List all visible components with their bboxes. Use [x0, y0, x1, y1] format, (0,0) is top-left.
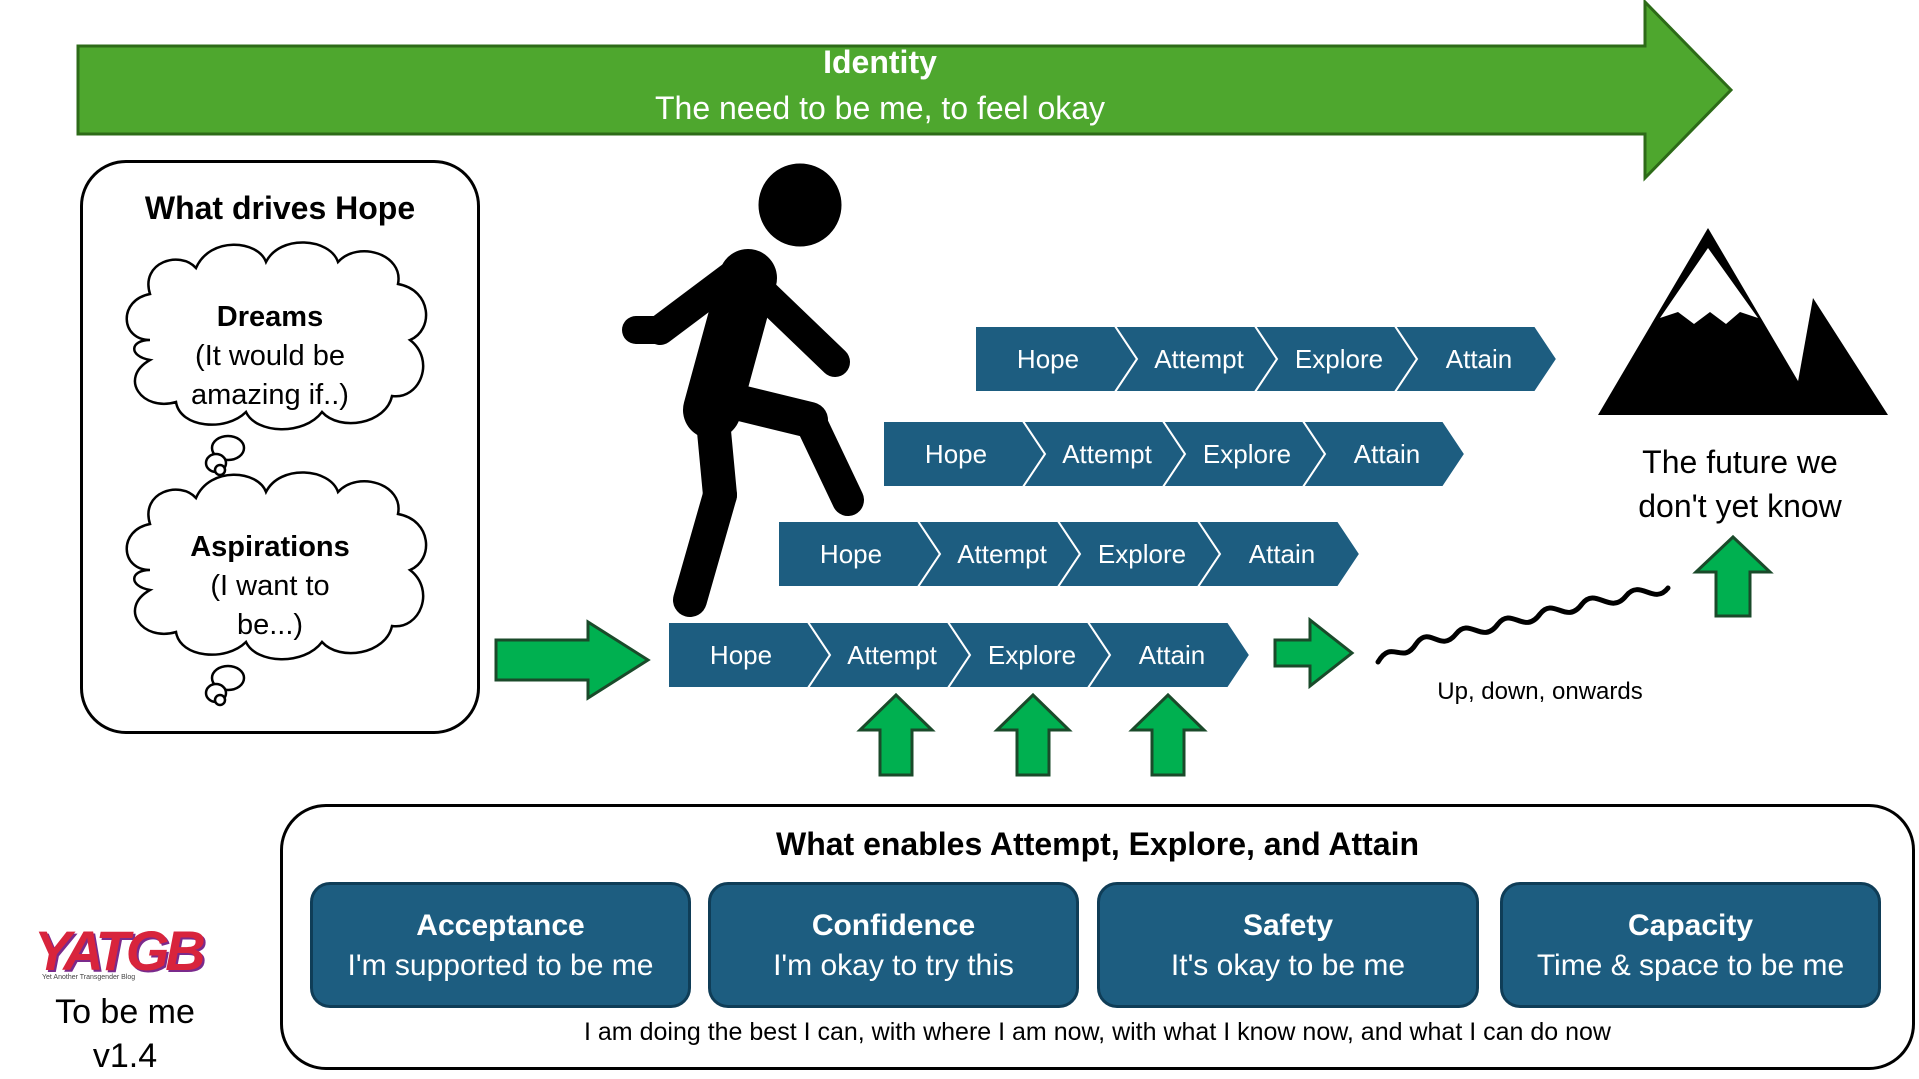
- aspirations-title: Aspirations: [190, 531, 350, 563]
- wave-label: Up, down, onwards: [1437, 678, 1643, 705]
- chevron-label-attempt: Attempt: [1062, 439, 1152, 469]
- dreams-line2: amazing if..): [191, 379, 349, 411]
- chevron-attain: [1393, 325, 1559, 393]
- chevron-label-attempt: Attempt: [957, 539, 1047, 569]
- chevron-label-explore: Explore: [1294, 344, 1384, 374]
- logo-tagline: Yet Another Transgender Blog: [42, 974, 136, 981]
- arrow-up-icon: [993, 692, 1073, 777]
- card-capacity: Capacity Time & space to be me: [1500, 882, 1881, 1008]
- enables-title: What enables Attempt, Explore, and Attai…: [775, 826, 1420, 862]
- arrow-right-icon: [1273, 616, 1355, 690]
- identity-subtitle: The need to be me, to feel okay: [654, 90, 1106, 126]
- chevron-attain: [1301, 420, 1467, 488]
- aspirations-line2: be...): [236, 609, 304, 641]
- card-confidence: Confidence I'm okay to try this: [708, 882, 1079, 1008]
- chevron-label-attain: Attain: [1138, 640, 1206, 670]
- chevron-attain: [1196, 520, 1362, 588]
- chevron-label-attempt: Attempt: [847, 640, 937, 670]
- card-subtitle: Time & space to be me: [1536, 949, 1845, 982]
- chevron-label-attempt: Attempt: [1154, 344, 1244, 374]
- drives-panel: [80, 160, 480, 734]
- arrow-right-icon: [494, 619, 651, 701]
- card-subtitle: It's okay to be me: [1170, 949, 1406, 982]
- identity-arrow: [76, 0, 1734, 182]
- card-title: Confidence: [811, 909, 976, 942]
- card-title: Acceptance: [416, 909, 585, 942]
- aspirations-text: Aspirations (I want to be...): [150, 528, 390, 645]
- card-safety: Safety It's okay to be me: [1097, 882, 1479, 1008]
- chevron-label-explore: Explore: [1097, 539, 1187, 569]
- card-title: Capacity: [1627, 909, 1754, 942]
- aspirations-line1: (I want to: [210, 570, 330, 602]
- enables-footer: I am doing the best I can, with where I …: [584, 1018, 1611, 1046]
- process-chevrons: [667, 325, 1559, 689]
- chevron-label-hope: Hope: [819, 539, 883, 569]
- version-label: To be me v1.4: [20, 990, 230, 1078]
- chevron-label-explore: Explore: [1202, 439, 1292, 469]
- card-subtitle: I'm supported to be me: [347, 949, 654, 982]
- chevron-label-explore: Explore: [987, 640, 1077, 670]
- chevron-label-hope: Hope: [1016, 344, 1080, 374]
- identity-title: Identity: [823, 44, 937, 80]
- chevron-label-attain: Attain: [1248, 539, 1316, 569]
- arrow-up-icon: [856, 692, 936, 777]
- chevron-label-hope: Hope: [709, 640, 773, 670]
- dreams-text: Dreams (It would be amazing if..): [150, 298, 390, 415]
- wave-line: [1375, 585, 1671, 665]
- arrow-up-icon: [1128, 692, 1208, 777]
- chevron-label-hope: Hope: [924, 439, 988, 469]
- card-subtitle: I'm okay to try this: [773, 949, 1014, 982]
- future-label: The future we don't yet know: [1600, 440, 1880, 528]
- enables-panel: [280, 804, 1915, 1070]
- dreams-line1: (It would be: [195, 340, 345, 372]
- future-line1: The future we: [1642, 444, 1838, 480]
- walking-person-icon: [622, 163, 864, 617]
- dreams-title: Dreams: [216, 301, 324, 333]
- chevron-label-attain: Attain: [1445, 344, 1513, 374]
- thought-cloud-dreams: [125, 241, 428, 477]
- mountain-icon: [1598, 228, 1888, 415]
- logo: YATGB: [34, 919, 206, 982]
- version-line1: To be me: [55, 993, 195, 1031]
- chevron-label-attain: Attain: [1353, 439, 1421, 469]
- card-title: Safety: [1242, 909, 1334, 942]
- version-line2: v1.4: [92, 1037, 158, 1075]
- card-acceptance: Acceptance I'm supported to be me: [310, 882, 691, 1008]
- arrow-up-icon: [1692, 534, 1774, 618]
- future-line2: don't yet know: [1638, 488, 1842, 524]
- thought-cloud-aspirations: [125, 471, 428, 707]
- drives-title: What drives Hope: [144, 190, 416, 226]
- chevron-attain: [1086, 621, 1252, 689]
